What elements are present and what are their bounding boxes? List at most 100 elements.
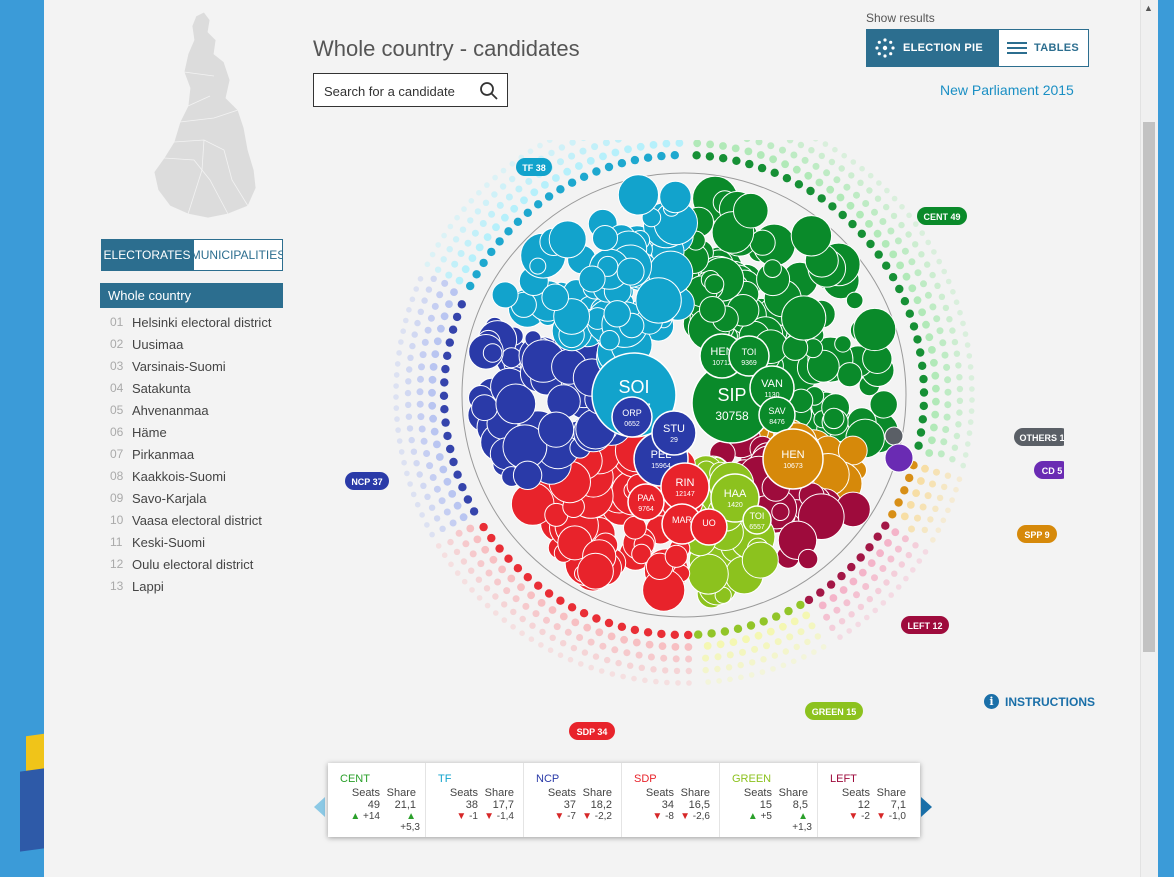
candidate-dot[interactable]: [732, 156, 741, 165]
candidate-dot[interactable]: [754, 631, 763, 640]
candidate-dot[interactable]: [793, 643, 800, 651]
candidate-bubble[interactable]: [853, 307, 897, 352]
candidate-dot[interactable]: [429, 363, 438, 371]
candidate-bubble[interactable]: [664, 544, 688, 568]
party-label-tf[interactable]: [516, 158, 552, 176]
candidate-dot[interactable]: [630, 155, 640, 165]
candidate-dot[interactable]: [643, 628, 653, 637]
candidate-dot[interactable]: [579, 172, 589, 181]
candidate-bubble[interactable]: [741, 541, 779, 579]
candidate-dot[interactable]: [857, 603, 865, 611]
candidate-dot[interactable]: [493, 610, 499, 616]
candidate-dot[interactable]: [434, 266, 442, 273]
candidate-dot[interactable]: [883, 203, 890, 211]
candidate-dot[interactable]: [530, 188, 539, 197]
candidate-dot[interactable]: [544, 192, 554, 201]
candidate-dot[interactable]: [405, 378, 412, 385]
candidate-dot[interactable]: [822, 141, 829, 147]
candidate-dot[interactable]: [774, 638, 782, 646]
finland-map[interactable]: [144, 10, 274, 230]
candidate-dot[interactable]: [479, 522, 488, 532]
candidate-dot[interactable]: [953, 486, 959, 493]
candidate-dot[interactable]: [694, 630, 703, 639]
candidate-dot[interactable]: [441, 552, 448, 558]
candidate-dot[interactable]: [737, 661, 744, 669]
candidate-dot[interactable]: [779, 622, 787, 631]
scrollbar[interactable]: ▲: [1140, 0, 1159, 877]
candidate-dot[interactable]: [604, 162, 614, 172]
candidate-dot[interactable]: [419, 512, 425, 518]
candidate-dot[interactable]: [888, 592, 894, 598]
candidate-dot[interactable]: [474, 208, 482, 215]
candidate-dot[interactable]: [940, 438, 948, 446]
candidate-dot[interactable]: [440, 405, 449, 414]
candidate-dot[interactable]: [523, 208, 532, 217]
candidate-dot[interactable]: [898, 221, 905, 229]
candidate-dot[interactable]: [867, 559, 876, 567]
candidate-dot[interactable]: [539, 628, 546, 636]
candidate-dot[interactable]: [759, 669, 766, 675]
candidate-dot[interactable]: [421, 297, 428, 304]
candidate-dot[interactable]: [953, 432, 961, 440]
candidate-dot[interactable]: [433, 515, 441, 522]
candidate-dot[interactable]: [938, 293, 946, 300]
candidate-dot[interactable]: [537, 142, 543, 149]
candidate-dot[interactable]: [435, 543, 442, 549]
candidate-dot[interactable]: [706, 140, 714, 149]
candidate-dot[interactable]: [393, 372, 400, 378]
election-pie-chart[interactable]: SOI29527SIP30758HEN10712TOI9369VAN1130SA…: [304, 140, 1064, 760]
candidate-dot[interactable]: [394, 416, 400, 422]
candidate-dot[interactable]: [924, 291, 932, 299]
candidate-dot[interactable]: [522, 602, 530, 610]
candidate-dot[interactable]: [441, 364, 450, 374]
candidate-dot[interactable]: [438, 497, 446, 505]
candidate-dot[interactable]: [899, 204, 905, 210]
candidate-dot[interactable]: [829, 624, 836, 631]
candidate-dot[interactable]: [586, 157, 595, 165]
candidate-dot[interactable]: [881, 240, 890, 248]
candidate-dot[interactable]: [881, 521, 890, 530]
candidate-dot[interactable]: [714, 665, 721, 673]
candidate-dot[interactable]: [546, 140, 553, 143]
candidate-dot[interactable]: [965, 441, 971, 447]
candidate-dot[interactable]: [786, 633, 794, 641]
candidate-dot[interactable]: [459, 513, 468, 522]
candidate-dot[interactable]: [921, 464, 929, 473]
candidate-dot[interactable]: [922, 320, 930, 329]
candidate-dot[interactable]: [725, 664, 733, 671]
candidate-dot[interactable]: [475, 243, 484, 252]
candidate-dot[interactable]: [929, 480, 936, 488]
scroll-thumb[interactable]: [1143, 122, 1155, 652]
candidate-dot[interactable]: [567, 603, 577, 612]
candidate-dot[interactable]: [447, 538, 454, 546]
candidate-dot[interactable]: [873, 532, 882, 541]
candidate-dot[interactable]: [931, 410, 940, 419]
candidate-dot[interactable]: [488, 210, 496, 218]
candidate-dot[interactable]: [872, 607, 878, 614]
candidate-dot[interactable]: [924, 261, 931, 268]
candidate-dot[interactable]: [662, 667, 669, 674]
candidate-dot[interactable]: [856, 210, 864, 219]
candidate-dot[interactable]: [862, 583, 870, 590]
candidate-dot[interactable]: [814, 633, 821, 640]
candidate-dot[interactable]: [483, 585, 491, 592]
candidate-dot[interactable]: [757, 163, 767, 173]
candidate-dot[interactable]: [928, 346, 936, 354]
candidate-dot[interactable]: [519, 615, 526, 623]
new-parliament-link[interactable]: New Parliament 2015: [940, 82, 1074, 98]
candidate-dot[interactable]: [404, 389, 412, 397]
candidate-dot[interactable]: [829, 594, 838, 602]
candidate-bubble[interactable]: [790, 215, 833, 257]
party-label-green[interactable]: [805, 702, 863, 720]
candidate-dot[interactable]: [782, 648, 789, 655]
candidate-dot[interactable]: [630, 625, 640, 635]
candidate-dot[interactable]: [664, 679, 670, 686]
candidate-dot[interactable]: [519, 630, 525, 636]
candidate-dot[interactable]: [495, 237, 504, 246]
candidate-dot[interactable]: [898, 561, 905, 568]
candidate-bubble[interactable]: [659, 180, 692, 214]
candidate-dot[interactable]: [771, 652, 778, 659]
